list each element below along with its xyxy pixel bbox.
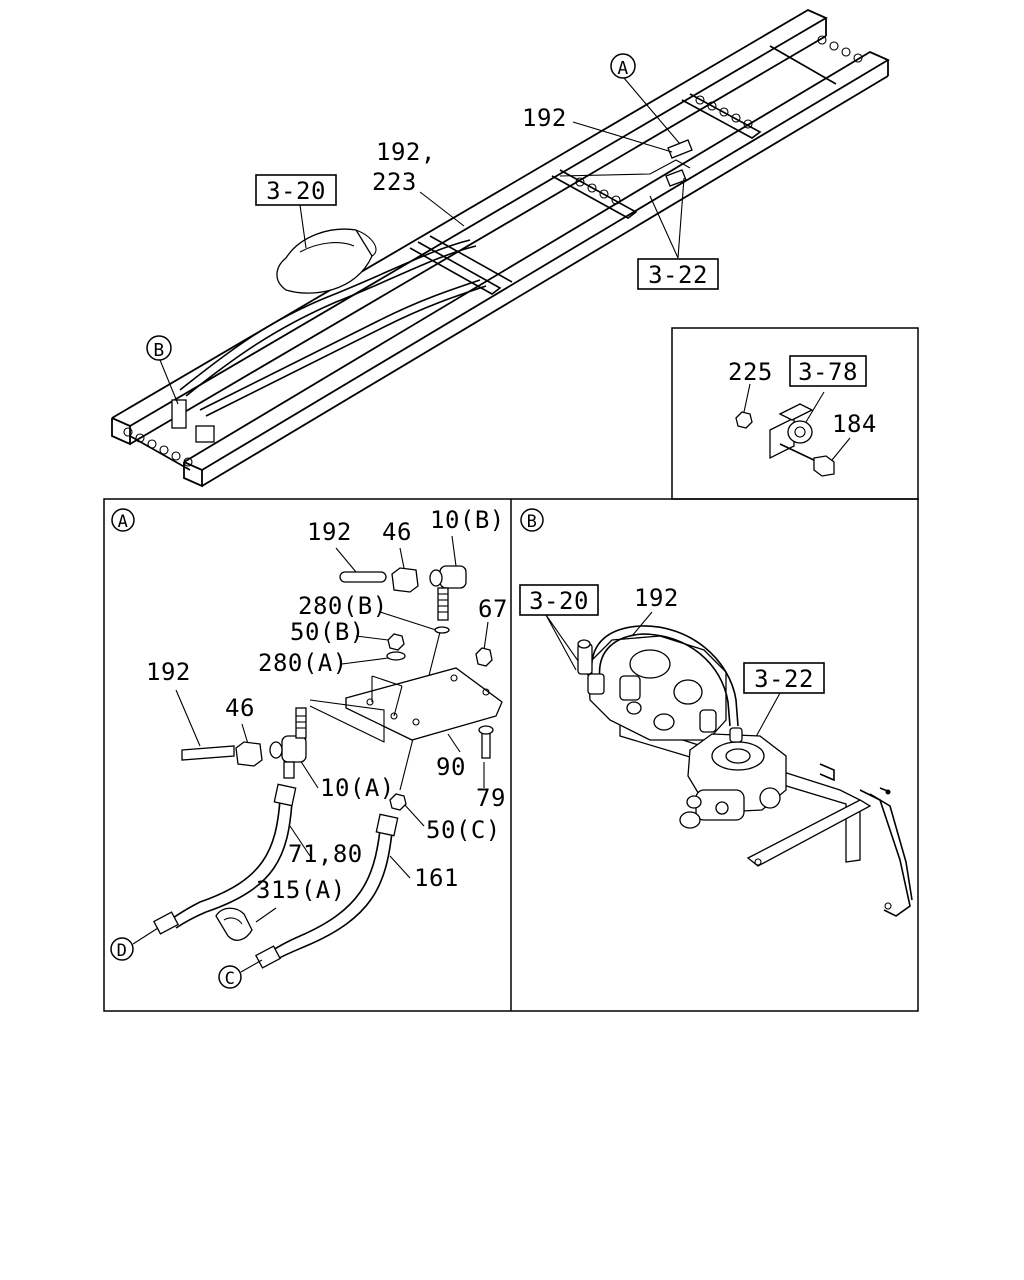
label-50b: 50(B) [290, 618, 365, 646]
svg-text:A: A [617, 58, 628, 79]
callout-d: D [117, 941, 128, 961]
nut-50c [389, 793, 407, 811]
label-315a: 315(A) [256, 876, 346, 904]
callout-a-top: A [610, 53, 636, 79]
detail-a-panel: A 192 46 10(B) 280(B) 67 50(B) 280(A) 19… [110, 506, 508, 989]
label-10a: 10(A) [320, 774, 395, 802]
nut-67 [475, 647, 493, 667]
label-46-a-top: 46 [382, 518, 412, 546]
label-192-b: 192 [634, 584, 679, 612]
tee-10a [281, 735, 307, 763]
label-192-a-top: 192 [307, 518, 352, 546]
callout-c: C [225, 969, 236, 989]
chassis-frame [111, 8, 890, 488]
label-90: 90 [436, 753, 466, 781]
label-280b: 280(B) [298, 592, 388, 620]
pipe-192-left [181, 745, 235, 761]
hose-161 [269, 829, 381, 953]
pipe-192-top [339, 571, 387, 583]
svg-text:3-20: 3-20 [266, 177, 326, 205]
label-71-80: 71,80 [288, 840, 363, 868]
tee-10b [439, 565, 467, 589]
label-223: 223 [372, 168, 417, 196]
label-10b: 10(B) [430, 506, 505, 534]
fitting-46-top [391, 567, 419, 593]
callout-b-detail: B [527, 512, 538, 532]
relay-valve-upper [587, 635, 727, 741]
label-225: 225 [728, 358, 773, 386]
detail-b-panel: B 3-20 192 3-22 [519, 508, 913, 917]
hose-71-80 [169, 799, 281, 921]
label-67: 67 [478, 595, 508, 623]
clip-315a [215, 907, 253, 941]
label-184: 184 [832, 410, 877, 438]
label-79: 79 [476, 784, 506, 812]
label-161: 161 [414, 864, 459, 892]
washer-280a [386, 651, 406, 661]
tee-10a-stem [295, 707, 307, 739]
ref-box-3-78: 3-78 [798, 358, 858, 386]
washer-280b [434, 626, 450, 634]
tee-10b-stem [437, 587, 449, 621]
label-280a: 280(A) [258, 649, 348, 677]
label-46-a-left: 46 [225, 694, 255, 722]
callout-a-detail: A [118, 512, 129, 532]
fitting-46-left [235, 741, 263, 767]
callout-b-top: B [146, 335, 172, 361]
ref-box-3-20-chassis: 3-20 [255, 174, 337, 206]
ref-box-3-22-detail: 3-22 [754, 665, 814, 693]
ref-box-3-22-chassis: 3-22 [637, 258, 719, 290]
label-192-a-left: 192 [146, 658, 191, 686]
chassis-leaders [159, 77, 685, 405]
inset-panel: 225 3-78 184 [671, 327, 919, 500]
label-50c: 50(C) [426, 816, 501, 844]
svg-text:B: B [153, 340, 164, 361]
label-192-comma: 192, [376, 138, 436, 166]
nut-50b [387, 633, 405, 651]
label-192-chassis: 192 [522, 104, 567, 132]
ref-box-3-20-detail: 3-20 [529, 587, 589, 615]
svg-text:3-22: 3-22 [648, 261, 708, 289]
